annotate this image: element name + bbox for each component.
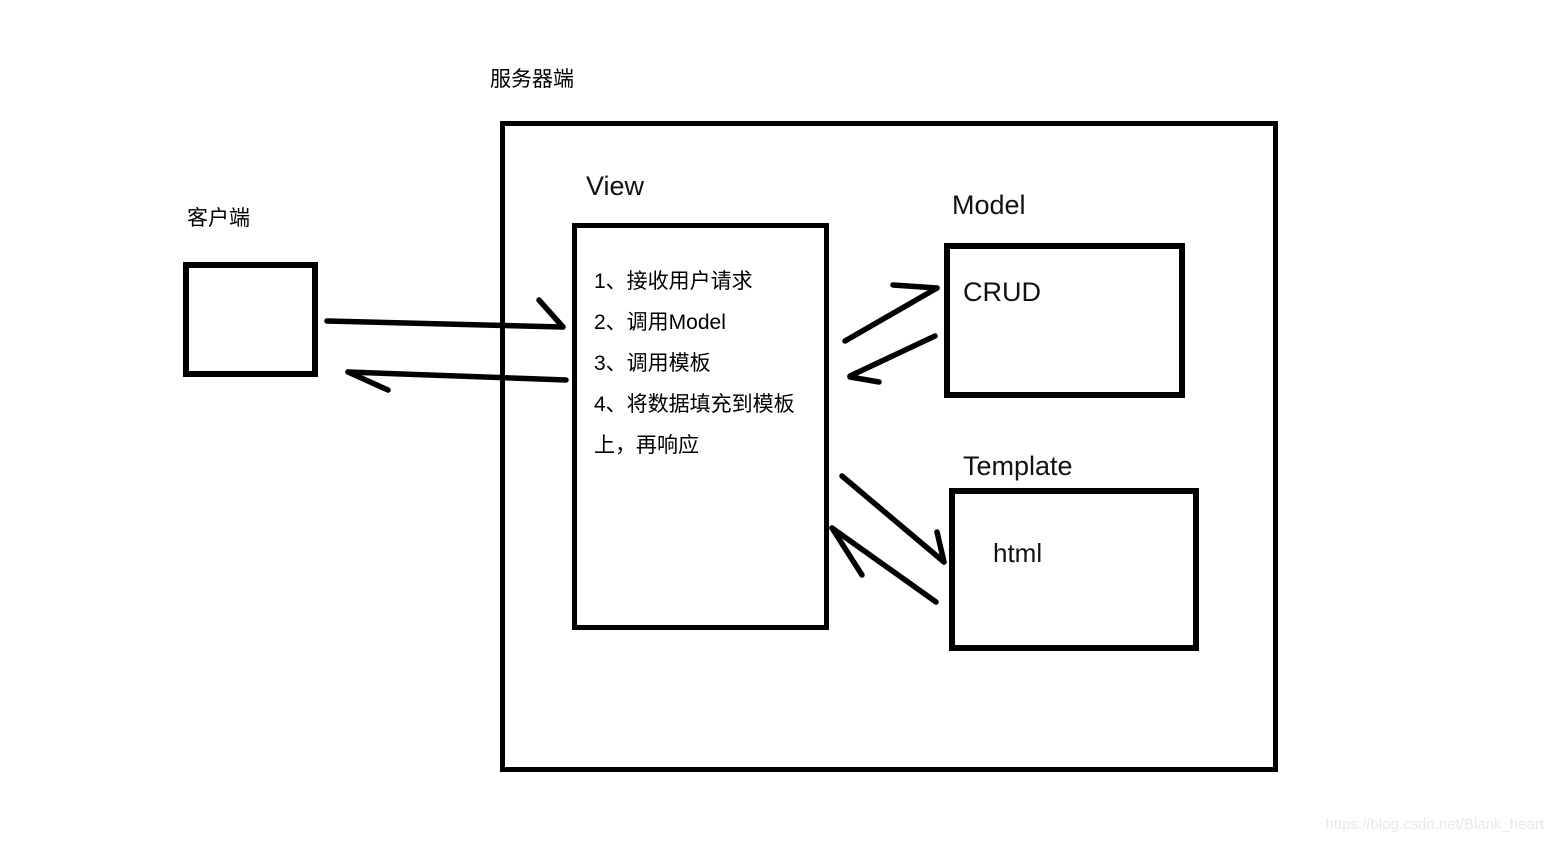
view-step-3: 3、调用模板 bbox=[594, 352, 711, 375]
template-box: html bbox=[949, 488, 1199, 651]
view-step-4: 4、将数据填充到模板 bbox=[594, 393, 795, 416]
model-box: CRUD bbox=[944, 243, 1185, 398]
view-step-1: 1、接收用户请求 bbox=[594, 270, 753, 293]
view-steps-list: 1、接收用户请求 2、调用Model 3、调用模板 4、将数据填充到模板 上，再… bbox=[594, 261, 795, 466]
server-side-box bbox=[500, 121, 1278, 772]
client-box bbox=[183, 262, 318, 377]
view-box: 1、接收用户请求 2、调用Model 3、调用模板 4、将数据填充到模板 上，再… bbox=[572, 223, 829, 630]
watermark-url: https://blog.csdn.net/Blank_heart bbox=[1325, 816, 1544, 833]
view-step-2: 2、调用Model bbox=[594, 311, 726, 334]
model-content-crud: CRUD bbox=[963, 277, 1041, 307]
model-label: Model bbox=[952, 190, 1026, 220]
client-side-label: 客户端 bbox=[187, 207, 250, 230]
view-label: View bbox=[586, 171, 645, 201]
view-step-4-cont: 上，再响应 bbox=[594, 434, 699, 457]
template-label: Template bbox=[963, 451, 1073, 481]
server-side-label: 服务器端 bbox=[490, 68, 574, 91]
template-content-html: html bbox=[993, 538, 1043, 568]
